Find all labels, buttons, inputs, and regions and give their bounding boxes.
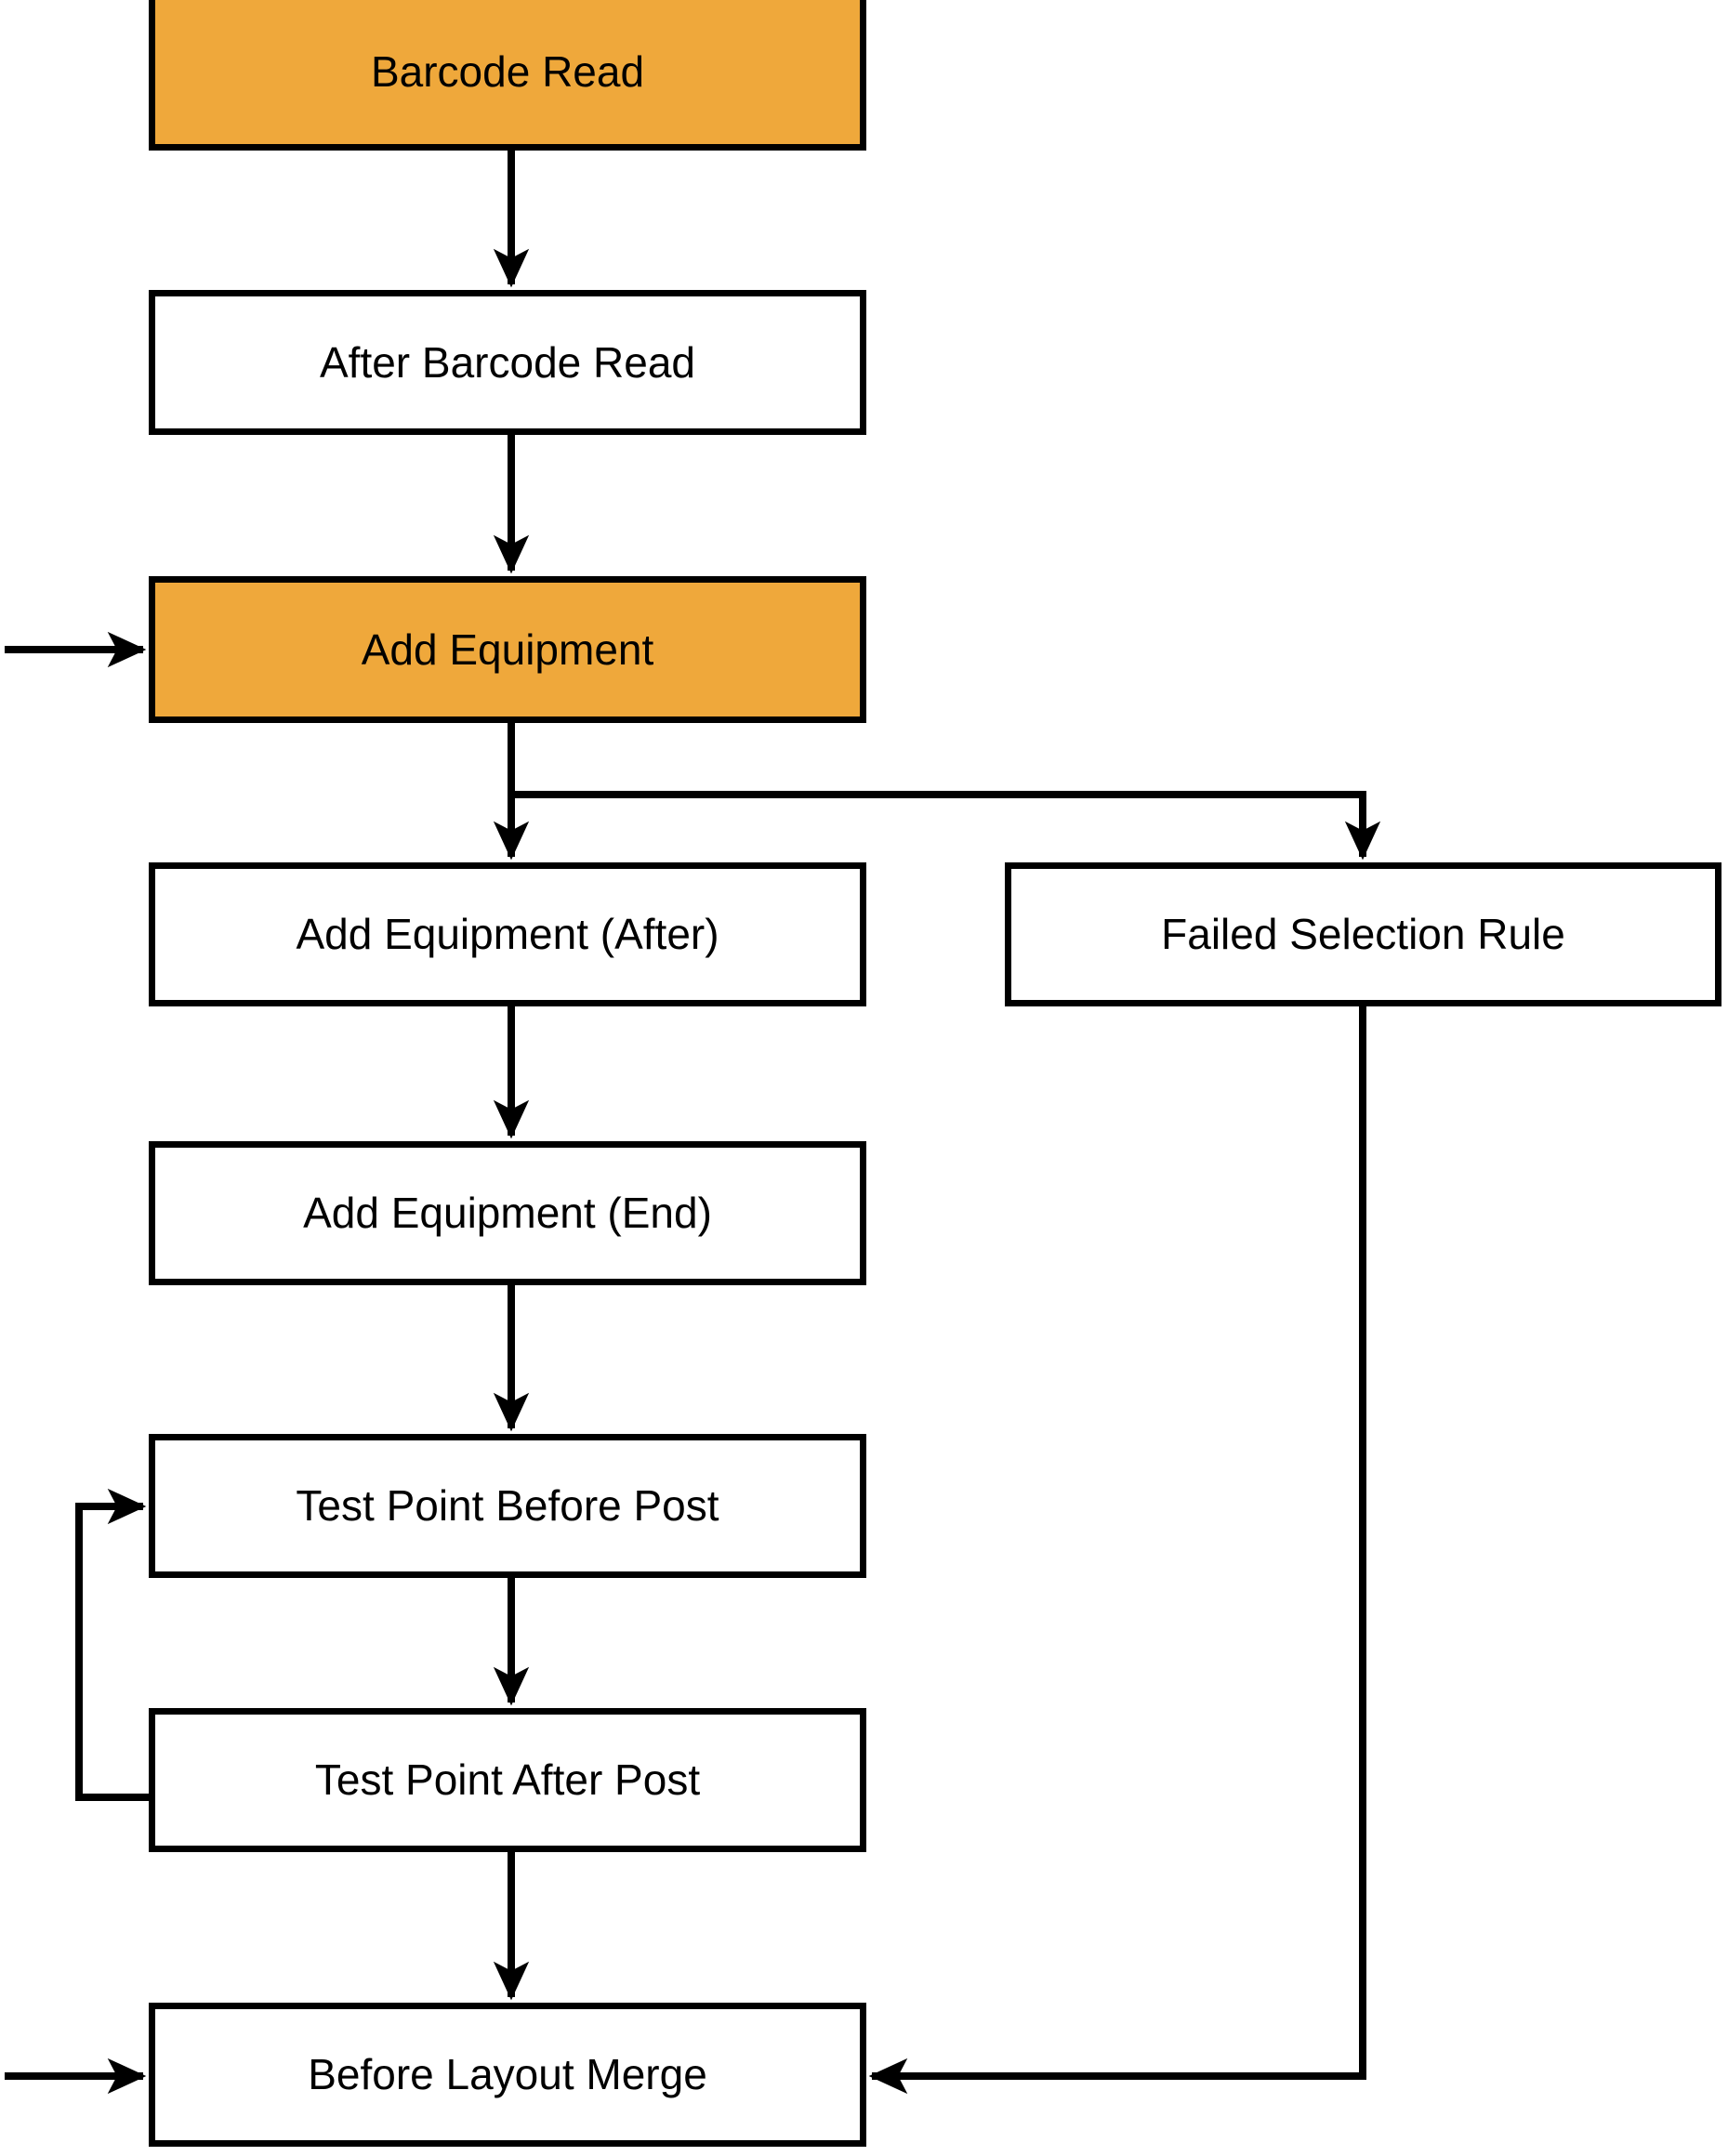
edge-add-equipment-to-failed-selection-rule bbox=[511, 791, 1381, 861]
node-test-point-after-post-label: Test Point After Post bbox=[314, 1755, 701, 1805]
node-failed-selection-rule[interactable]: Failed Selection Rule bbox=[1005, 862, 1721, 1006]
node-before-layout-merge[interactable]: Before Layout Merge bbox=[149, 2003, 866, 2147]
edge-failed-selection-rule-to-before-layout-merge bbox=[868, 1006, 1366, 2095]
node-test-point-before-post[interactable]: Test Point Before Post bbox=[149, 1434, 866, 1578]
node-after-barcode-read-label: After Barcode Read bbox=[319, 337, 695, 387]
node-after-barcode-read[interactable]: After Barcode Read bbox=[149, 290, 866, 435]
node-add-equipment-label: Add Equipment bbox=[361, 624, 654, 674]
edge-test-point-after-post-loopback bbox=[75, 1488, 149, 1801]
node-test-point-before-post-label: Test Point Before Post bbox=[296, 1481, 719, 1531]
node-add-equipment-after-label: Add Equipment (After) bbox=[296, 910, 719, 959]
node-test-point-after-post[interactable]: Test Point After Post bbox=[149, 1708, 866, 1852]
node-add-equipment-after[interactable]: Add Equipment (After) bbox=[149, 862, 866, 1006]
node-before-layout-merge-label: Before Layout Merge bbox=[308, 2050, 707, 2099]
node-add-equipment-end-label: Add Equipment (End) bbox=[303, 1189, 712, 1238]
node-barcode-read[interactable]: Barcode Read bbox=[149, 0, 866, 151]
node-add-equipment-end[interactable]: Add Equipment (End) bbox=[149, 1141, 866, 1285]
node-failed-selection-rule-label: Failed Selection Rule bbox=[1161, 910, 1565, 959]
node-barcode-read-label: Barcode Read bbox=[370, 46, 645, 96]
node-add-equipment[interactable]: Add Equipment bbox=[149, 576, 866, 723]
